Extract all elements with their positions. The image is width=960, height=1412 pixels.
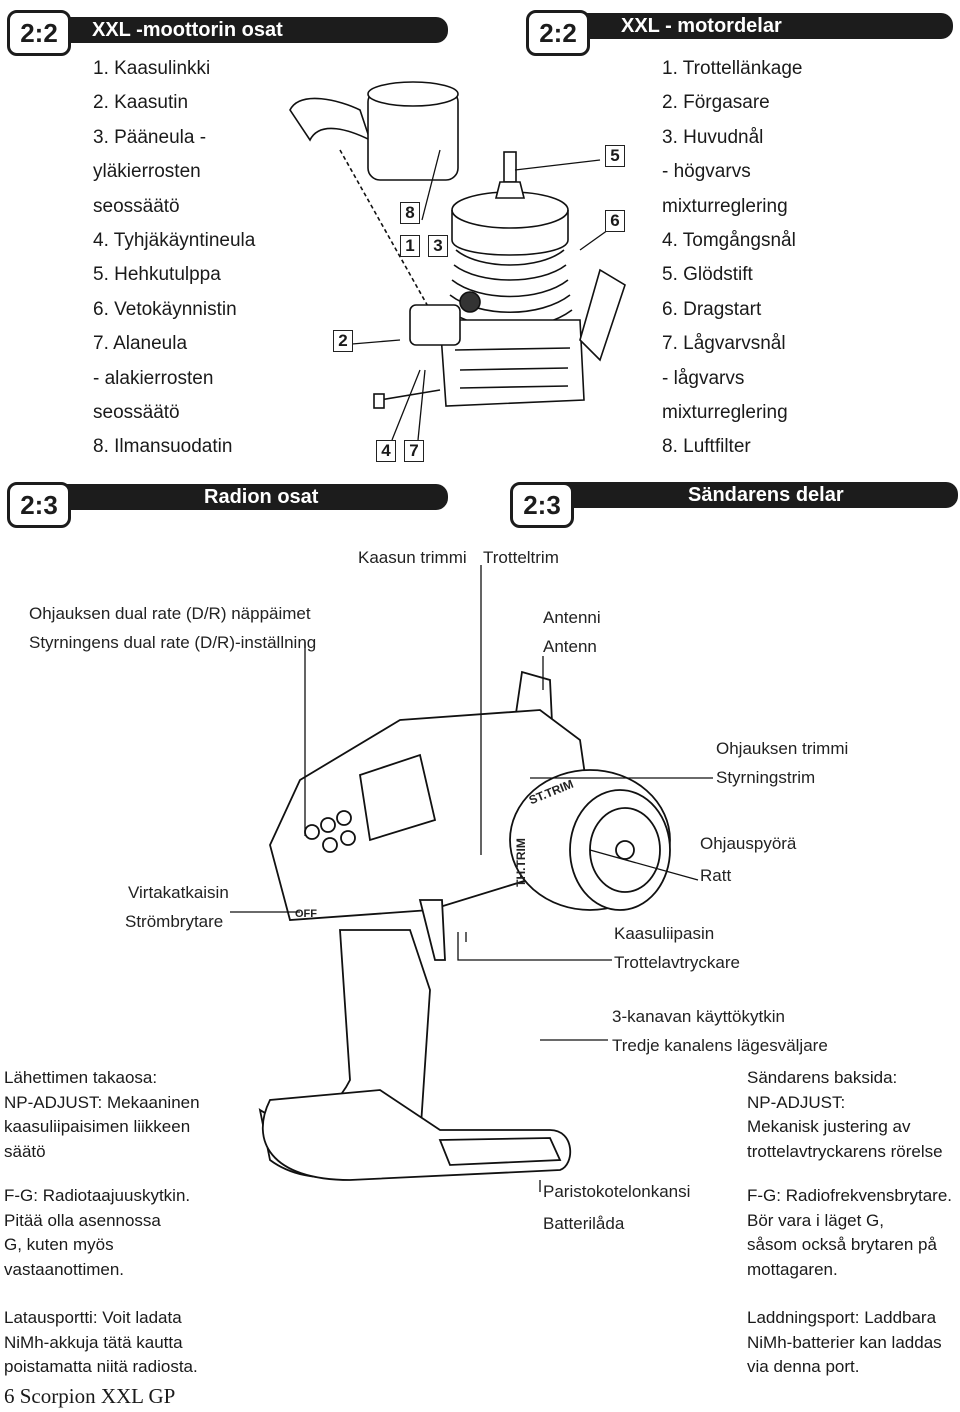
list-item: 8. Luftfilter: [662, 436, 751, 458]
label-antenna-sv: Antenn: [543, 637, 597, 656]
note-line: kaasuliipaisimen liikkeen: [4, 1117, 191, 1136]
label-trigger-fi: Kaasuliipasin: [614, 924, 715, 943]
callout-2: 2: [333, 330, 353, 352]
note-line: F-G: Radiotaajuuskytkin.: [4, 1186, 191, 1205]
note-fg-sv: F-G: Radiofrekvensbrytare. Bör vara i lä…: [747, 1184, 952, 1282]
section-badge: 2:3: [510, 482, 574, 528]
list-item: seossäätö: [93, 402, 180, 424]
label-power-sv: Strömbrytare: [125, 912, 224, 931]
note-fg-fi: F-G: Radiotaajuuskytkin. Pitää olla asen…: [4, 1184, 190, 1282]
note-line: G, kuten myös: [4, 1235, 114, 1254]
callout-1: 1: [400, 235, 420, 257]
label-trigger-sv: Trottelavtryckare: [614, 953, 740, 972]
label-wheel-sv: Ratt: [700, 866, 732, 885]
engine-parts-list-sv: 1. Trottellänkage 2. Förgasare 3. Huvudn…: [662, 52, 802, 465]
section-title: XXL -moottorin osat: [92, 19, 283, 41]
callout-6: 6: [605, 210, 625, 232]
note-charge-fi: Latausportti: Voit ladata NiMh-akkuja tä…: [4, 1306, 198, 1380]
list-item: 6. Dragstart: [662, 298, 762, 320]
label-wheel-fi: Ohjauspyörä: [700, 834, 797, 853]
label-steer-trim-fi: Ohjauksen trimmi: [716, 739, 849, 758]
transmitter-illustration: [258, 670, 671, 1181]
label-antenna-fi: Antenni: [543, 608, 601, 627]
list-item: 7. Alaneula: [93, 333, 188, 355]
section-title: Sändarens delar: [688, 484, 844, 506]
list-item: 4. Tomgångsnål: [662, 230, 796, 252]
note-line: poistamatta niitä radiosta.: [4, 1357, 198, 1376]
note-line: via denna port.: [747, 1357, 860, 1376]
note-back-fi: Lähettimen takaosa: NP-ADJUST: Mekaanine…: [4, 1066, 200, 1164]
callout-8: 8: [400, 202, 420, 224]
list-item: 7. Lågvarvsnål: [662, 333, 786, 355]
note-line: säätö: [4, 1141, 46, 1161]
list-item: - alakierrosten: [93, 367, 214, 389]
note-back-sv: Sändarens baksida: NP-ADJUST: Mekanisk j…: [747, 1066, 943, 1164]
list-item: 8. Ilmansuodatin: [93, 436, 233, 458]
label-dr-sv: Styrningens dual rate (D/R)-inställning: [29, 633, 317, 652]
section-badge: 2:2: [7, 10, 71, 56]
page-footer: 6 Scorpion XXL GP: [4, 1384, 176, 1408]
label-throttle-trim-sv: Trotteltrim: [483, 548, 559, 567]
note-charge-sv: Laddningsport: Laddbara NiMh-batterier k…: [747, 1306, 942, 1380]
note-line: NiMh-batterier kan laddas: [747, 1332, 942, 1352]
label-steer-trim-sv: Styrningstrim: [716, 768, 816, 787]
list-item: 2. Kaasutin: [93, 92, 189, 114]
list-item: mixturreglering: [662, 195, 788, 217]
list-item: mixturreglering: [662, 402, 788, 424]
label-ch3-sv: Tredje kanalens lägesväljare: [612, 1036, 828, 1055]
note-line: NP-ADJUST:: [747, 1092, 846, 1112]
note-line: Bör vara i läget G,: [747, 1210, 885, 1230]
note-line: Sändarens baksida:: [747, 1068, 898, 1087]
list-item: 2. Förgasare: [662, 92, 770, 114]
note-line: mottagaren.: [747, 1259, 838, 1279]
note-line: NP-ADJUST: Mekaaninen: [4, 1092, 200, 1112]
note-line: NiMh-akkuja tätä kautta: [4, 1332, 183, 1352]
callout-4: 4: [376, 440, 396, 462]
section-header-engine-fi: XXL -moottorin osat: [40, 17, 448, 43]
label-battery-sv: Batterilåda: [543, 1214, 625, 1233]
list-item: 3. Huvudnål: [662, 126, 764, 148]
callout-5: 5: [605, 145, 625, 167]
section-header-radio-fi: Radion osat: [40, 484, 448, 510]
section-title: Radion osat: [204, 486, 319, 508]
note-line: Latausportti: Voit ladata: [4, 1308, 182, 1327]
section-header-engine-sv: XXL - motordelar: [555, 13, 953, 39]
note-line: Lähettimen takaosa:: [4, 1068, 158, 1087]
note-line: trottelavtryckarens rörelse: [747, 1141, 943, 1161]
list-item: 5. Hehkutulppa: [93, 264, 221, 286]
callout-3: 3: [428, 235, 448, 257]
section-badge: 2:2: [526, 10, 590, 56]
note-line: såsom också brytaren på: [747, 1235, 937, 1254]
section-badge: 2:3: [7, 482, 71, 528]
list-item: seossäätö: [93, 195, 180, 217]
label-ch3-fi: 3-kanavan käyttökytkin: [612, 1007, 785, 1026]
engine-parts-list-fi: 1. Kaasulinkki 2. Kaasutin 3. Pääneula -…: [93, 52, 255, 465]
label-throttle-trim-fi: Kaasun trimmi: [358, 548, 467, 567]
label-battery-fi: Paristokotelonkansi: [543, 1182, 691, 1201]
label-power-fi: Virtakatkaisin: [128, 883, 229, 902]
note-line: F-G: Radiofrekvensbrytare.: [747, 1186, 953, 1205]
list-item: 5. Glödstift: [662, 264, 753, 286]
list-item: 4. Tyhjäkäyntineula: [93, 230, 256, 252]
list-item: yläkierrosten: [93, 161, 201, 183]
list-item: - högvarvs: [662, 161, 751, 183]
section-title: XXL - motordelar: [621, 15, 782, 37]
note-line: Mekanisk justering av: [747, 1117, 911, 1136]
list-item: 6. Vetokäynnistin: [93, 298, 237, 320]
note-line: Pitää olla asennossa: [4, 1210, 161, 1230]
off-mark: OFF: [295, 908, 317, 920]
list-item: 3. Pääneula -: [93, 126, 207, 148]
list-item: 1. Kaasulinkki: [93, 58, 211, 79]
list-item: 1. Trottellänkage: [662, 58, 803, 79]
list-item: - lågvarvs: [662, 367, 745, 389]
section-header-radio-sv: Sändarens delar: [550, 482, 958, 508]
note-line: vastaanottimen.: [4, 1259, 125, 1279]
engine-illustration: [289, 81, 626, 441]
label-dr-fi: Ohjauksen dual rate (D/R) näppäimet: [29, 604, 311, 623]
note-line: Laddningsport: Laddbara: [747, 1308, 937, 1327]
callout-7: 7: [404, 440, 424, 462]
